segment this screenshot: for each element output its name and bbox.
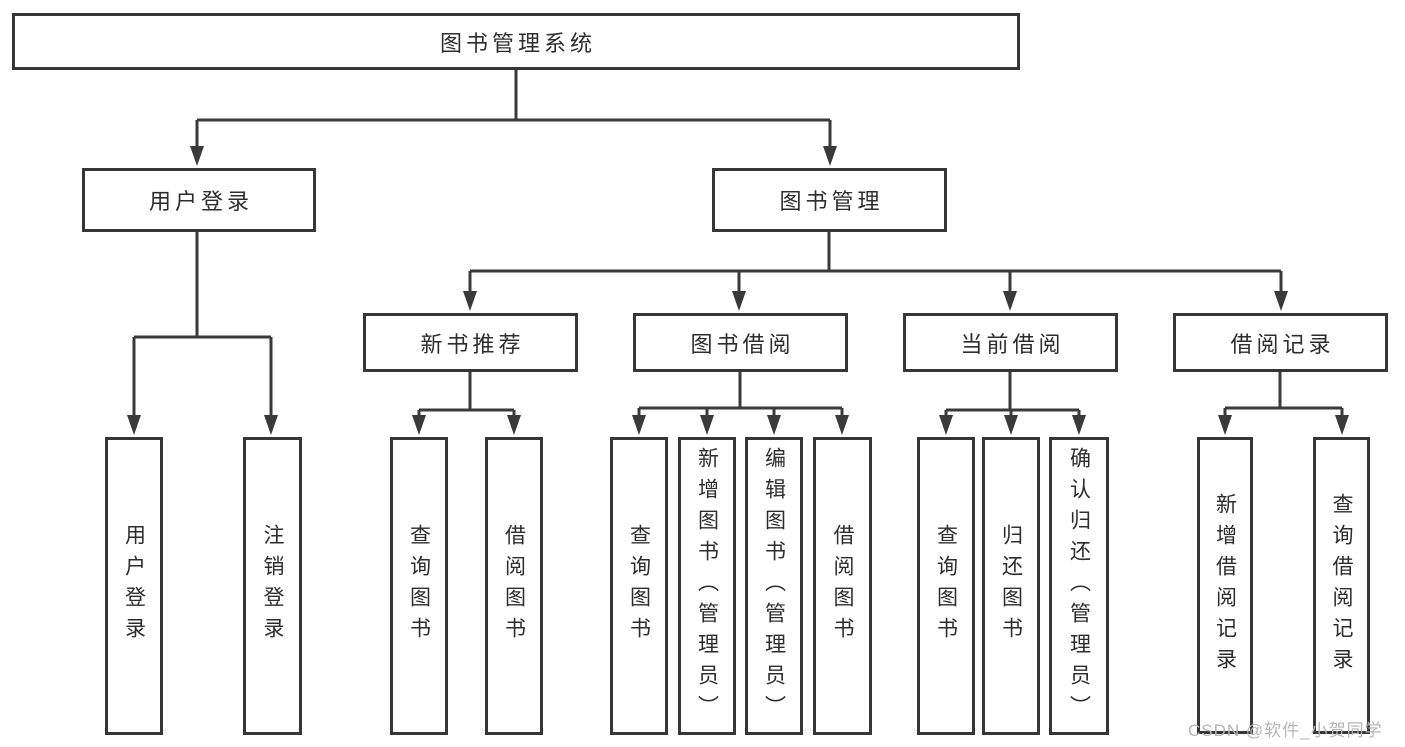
leaf-recommend-borrow-books: 借阅图书	[485, 437, 543, 735]
leaf-borrowing-query-books: 查询图书	[610, 437, 668, 735]
leaf-borrowing-borrow-books: 借阅图书	[813, 437, 872, 735]
node-root-system: 图书管理系统	[12, 13, 1020, 70]
leaf-user-login: 用户登录	[105, 437, 163, 735]
arrowheads	[127, 146, 1349, 435]
node-book-management-group: 图书管理	[712, 168, 947, 232]
node-current-borrowing: 当前借阅	[903, 313, 1118, 372]
leaf-current-return-books: 归还图书	[982, 437, 1040, 735]
leaf-logout: 注销登录	[243, 437, 302, 735]
node-user-login-group: 用户登录	[82, 168, 316, 232]
leaf-current-query-books: 查询图书	[917, 437, 975, 735]
leaf-recommend-query-books: 查询图书	[390, 437, 448, 735]
leaf-current-confirm-return-admin: 确认归还（管理员）	[1049, 437, 1109, 735]
csdn-watermark: CSDN @软件_小贺同学	[1188, 721, 1383, 740]
leaf-records-add-borrow-record: 新增借阅记录	[1197, 437, 1253, 734]
node-new-book-recommend: 新书推荐	[363, 313, 578, 372]
node-borrowing-records: 借阅记录	[1173, 313, 1388, 372]
node-book-borrowing: 图书借阅	[633, 313, 848, 372]
leaf-borrowing-add-books-admin: 新增图书（管理员）	[678, 437, 736, 735]
leaf-borrowing-edit-books-admin: 编辑图书（管理员）	[745, 437, 803, 735]
leaf-records-query-borrow-record: 查询借阅记录	[1313, 437, 1370, 734]
